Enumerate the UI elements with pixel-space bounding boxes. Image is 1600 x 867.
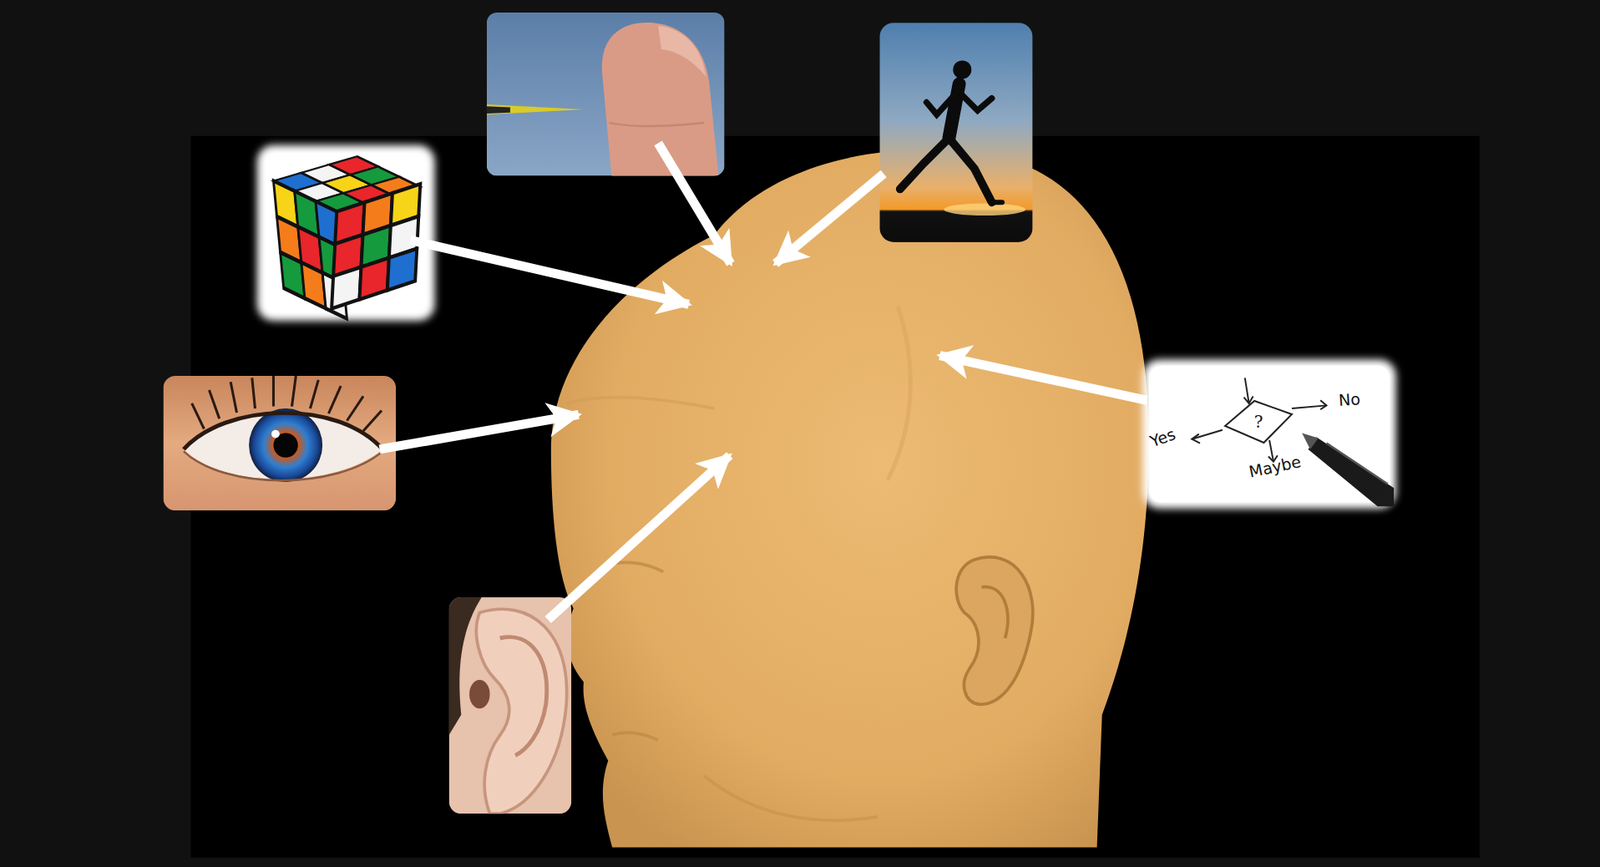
finger-needle-card [486, 12, 725, 177]
head [551, 150, 1150, 848]
answer-label: Maybe [1247, 453, 1303, 481]
answer-label: No [1337, 390, 1361, 409]
runner-card [879, 22, 1033, 243]
rubiks-cube-card [257, 145, 436, 321]
flowchart-card [1143, 359, 1397, 508]
answer-label: Yes [1148, 425, 1178, 450]
pointer-arrows [379, 142, 1148, 620]
ear-card [449, 597, 573, 814]
decision-diamond: ? [1225, 400, 1292, 443]
eye-card [163, 375, 397, 511]
decision-mark: ? [1254, 413, 1264, 431]
